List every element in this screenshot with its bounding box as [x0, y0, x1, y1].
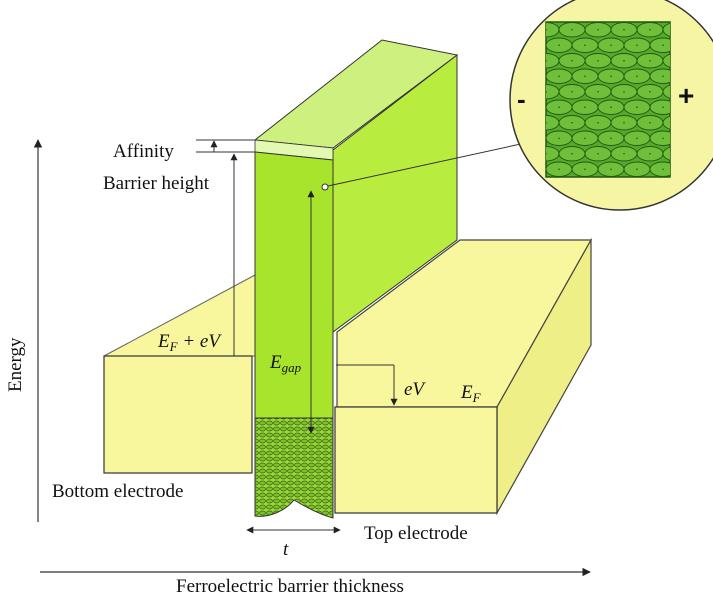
domain-dot — [636, 137, 638, 140]
domain-ellipse — [649, 130, 670, 146]
domain-dot — [546, 59, 547, 62]
domain-dot — [571, 121, 573, 124]
domain-ellipse — [649, 161, 670, 177]
domain-dot — [546, 28, 547, 31]
domain-dot — [623, 90, 625, 93]
domain-dot — [649, 28, 651, 31]
top-electrode-front-face — [334, 406, 498, 514]
domain-ellipse — [662, 53, 670, 68]
domain-dot — [584, 168, 586, 171]
domain-dot — [623, 152, 625, 155]
domain-ellipse — [649, 68, 670, 84]
domain-dot — [558, 44, 560, 47]
barrier-textured-region — [254, 417, 334, 519]
domain-dot — [636, 106, 638, 109]
domain-dot — [610, 106, 612, 109]
domain-dot — [558, 106, 560, 109]
domain-dot — [636, 44, 638, 47]
domain-dot — [584, 137, 586, 140]
domain-ellipse — [662, 22, 670, 37]
domain-dot — [571, 152, 573, 155]
domain-dot — [571, 59, 573, 62]
domain-dot — [571, 28, 573, 31]
domain-ellipse — [662, 146, 670, 161]
domain-dot — [558, 75, 560, 78]
domain-dot — [649, 59, 651, 62]
ef-label: EF — [461, 382, 481, 405]
inset-source-point — [321, 183, 329, 191]
bottom-electrode-front-face — [103, 355, 253, 474]
domain-dot — [610, 168, 612, 171]
domain-dot — [558, 168, 560, 171]
domain-dot — [636, 75, 638, 78]
affinity-label: Affinity — [113, 141, 174, 162]
domain-dot — [649, 121, 651, 124]
domain-ellipse — [662, 115, 670, 130]
top-electrode-label: Top electrode — [364, 523, 468, 544]
domain-dot — [546, 152, 547, 155]
ferroelectric-barrier — [253, 39, 459, 519]
domain-dot — [584, 106, 586, 109]
energy-axis-label: Energy — [5, 337, 26, 392]
plus-sign: + — [678, 80, 695, 111]
domain-dot — [662, 137, 664, 140]
domain-ellipse — [649, 37, 670, 53]
inset-pointer-arrow — [327, 139, 531, 187]
barrier-height-label: Barrier height — [103, 173, 210, 194]
ef-plus-ev-label: EF + eV — [158, 331, 220, 354]
domain-dot — [623, 59, 625, 62]
domain-grid — [546, 22, 670, 177]
domain-dot — [636, 168, 638, 171]
polarization-inset — [509, 0, 713, 211]
thickness-t-label: t — [283, 539, 289, 560]
domain-dot — [571, 90, 573, 93]
domain-dot — [546, 90, 547, 93]
domain-ellipse — [649, 99, 670, 115]
domain-dot — [546, 121, 547, 124]
domain-dot — [597, 90, 599, 93]
barrier-front-face — [254, 151, 334, 419]
domain-dot — [610, 44, 612, 47]
thickness-axis-label: Ferroelectric barrier thickness — [176, 576, 404, 597]
egap-label: Egap — [270, 352, 302, 375]
domain-dot — [597, 121, 599, 124]
domain-dot — [662, 75, 664, 78]
domain-dot — [597, 28, 599, 31]
domain-dot — [597, 59, 599, 62]
domain-dot — [558, 137, 560, 140]
top-electrode-block — [334, 237, 593, 516]
bottom-electrode-block — [103, 274, 256, 474]
domain-dot — [623, 121, 625, 124]
domain-dot — [649, 90, 651, 93]
minus-sign: - — [517, 84, 526, 114]
ev-label: eV — [404, 379, 425, 400]
domain-dot — [623, 28, 625, 31]
domain-dot — [584, 75, 586, 78]
domain-dot — [662, 44, 664, 47]
domain-dot — [610, 75, 612, 78]
domain-dot — [610, 137, 612, 140]
domain-dot — [662, 106, 664, 109]
domain-dot — [662, 168, 664, 171]
domain-dot — [584, 44, 586, 47]
domain-dot — [597, 152, 599, 155]
domain-dot — [649, 152, 651, 155]
domain-ellipse — [662, 84, 670, 99]
bottom-electrode-label: Bottom electrode — [52, 481, 184, 502]
